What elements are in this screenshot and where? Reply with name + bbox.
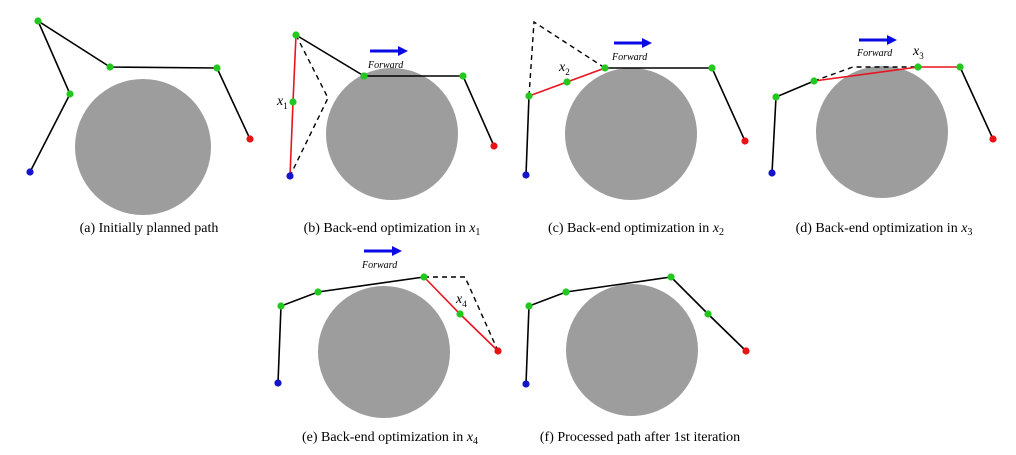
goal-point [494, 347, 502, 355]
waypoint [420, 273, 428, 281]
waypoint [34, 17, 42, 25]
forward-label: Forward [367, 60, 404, 71]
start-point [768, 169, 776, 177]
goal-point [490, 142, 498, 150]
goal-point [246, 135, 254, 143]
waypoint [667, 273, 675, 281]
caption-a: (a) Initially planned path [80, 221, 219, 236]
goal-point [741, 137, 749, 145]
obstacle-circle [565, 68, 697, 200]
forward-arrow-icon [370, 46, 408, 56]
previous-path-dashed [528, 20, 606, 97]
previous-path-dashed [424, 276, 499, 352]
panel-f: (f) Processed path after 1st iteration [522, 273, 750, 445]
goal-point [989, 135, 997, 143]
waypoint [601, 64, 609, 72]
panel-c: Forward x2 (c) Back-end optimization in … [522, 20, 749, 238]
planned-path [295, 34, 495, 147]
variable-label: x4 [455, 292, 467, 309]
obstacle-circle [326, 68, 458, 200]
variable-label: x1 [276, 94, 288, 111]
previous-path-dashed [813, 66, 918, 82]
waypoint [708, 64, 716, 72]
waypoint [914, 63, 922, 71]
waypoint [66, 90, 74, 98]
waypoint [525, 92, 533, 100]
planned-path [959, 66, 994, 140]
previous-path-dashed [289, 34, 329, 177]
waypoint [563, 78, 571, 86]
caption-d: (d) Back-end optimization in x3 [796, 221, 973, 238]
waypoint [562, 288, 570, 296]
waypoint [292, 31, 300, 39]
variable-label: x3 [912, 44, 924, 61]
obstacle-circle [318, 286, 450, 418]
planned-path [525, 95, 530, 176]
waypoint [360, 72, 368, 80]
caption-b: (b) Back-end optimization in x1 [304, 221, 481, 238]
variable-label: x2 [558, 60, 570, 77]
waypoint [277, 302, 285, 310]
waypoint [106, 63, 114, 71]
waypoint [956, 63, 964, 71]
panel-d: Forward x3 (d) Back-end optimization in … [768, 35, 997, 238]
start-point [286, 172, 294, 180]
forward-label: Forward [361, 260, 398, 271]
panel-e: Forward x4 (e) Back-end optimization in … [274, 246, 502, 447]
goal-point [742, 347, 750, 355]
caption-c: (c) Back-end optimization in x2 [548, 221, 724, 238]
forward-label: Forward [611, 52, 648, 63]
start-point [26, 168, 34, 176]
waypoint [772, 93, 780, 101]
obstacle-circle [816, 66, 948, 198]
waypoint [459, 72, 467, 80]
start-point [522, 380, 530, 388]
waypoint [525, 302, 533, 310]
planned-path [277, 276, 425, 384]
forward-arrow-icon [614, 38, 652, 48]
forward-label: Forward [856, 48, 893, 59]
obstacle-circle [566, 284, 698, 416]
panel-b: Forward x1 (b) Back-end optimization in … [276, 31, 498, 238]
caption-e: (e) Back-end optimization in x4 [302, 430, 478, 447]
waypoint [289, 98, 297, 106]
waypoint [456, 310, 464, 318]
forward-arrow-icon [859, 35, 897, 45]
waypoint [213, 64, 221, 72]
waypoint [704, 310, 712, 318]
start-point [274, 379, 282, 387]
obstacle-circle [75, 79, 211, 215]
start-point [522, 171, 530, 179]
processed-path [525, 276, 747, 385]
waypoint [314, 288, 322, 296]
planned-path [29, 18, 251, 173]
caption-f: (f) Processed path after 1st iteration [540, 430, 740, 445]
forward-arrow-icon [364, 246, 402, 256]
panel-a: (a) Initially planned path [26, 17, 254, 236]
waypoint [810, 77, 818, 85]
